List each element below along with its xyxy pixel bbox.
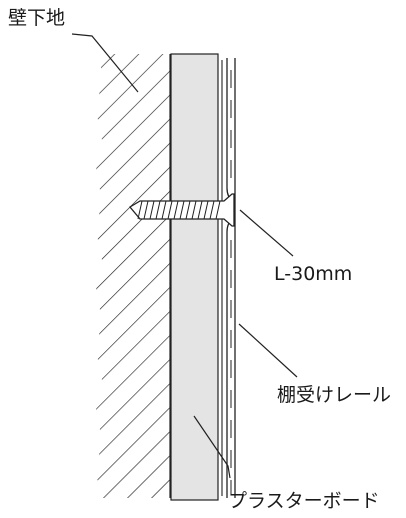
wall-substrate: [96, 54, 171, 498]
plasterboard: [170, 53, 219, 501]
leader-wall-base: [71, 33, 139, 93]
label-screw-length: L-30mm: [274, 263, 352, 285]
label-wall-base: 壁下地: [8, 7, 65, 29]
leader-screw: [239, 209, 294, 257]
label-plasterboard: プラスターボード: [228, 490, 380, 512]
screw: [129, 193, 235, 227]
label-shelf-rail: 棚受けレール: [277, 384, 391, 406]
leader-plasterboard: [193, 415, 231, 479]
shelf-rail: [221, 58, 236, 498]
leader-rail: [238, 323, 298, 378]
